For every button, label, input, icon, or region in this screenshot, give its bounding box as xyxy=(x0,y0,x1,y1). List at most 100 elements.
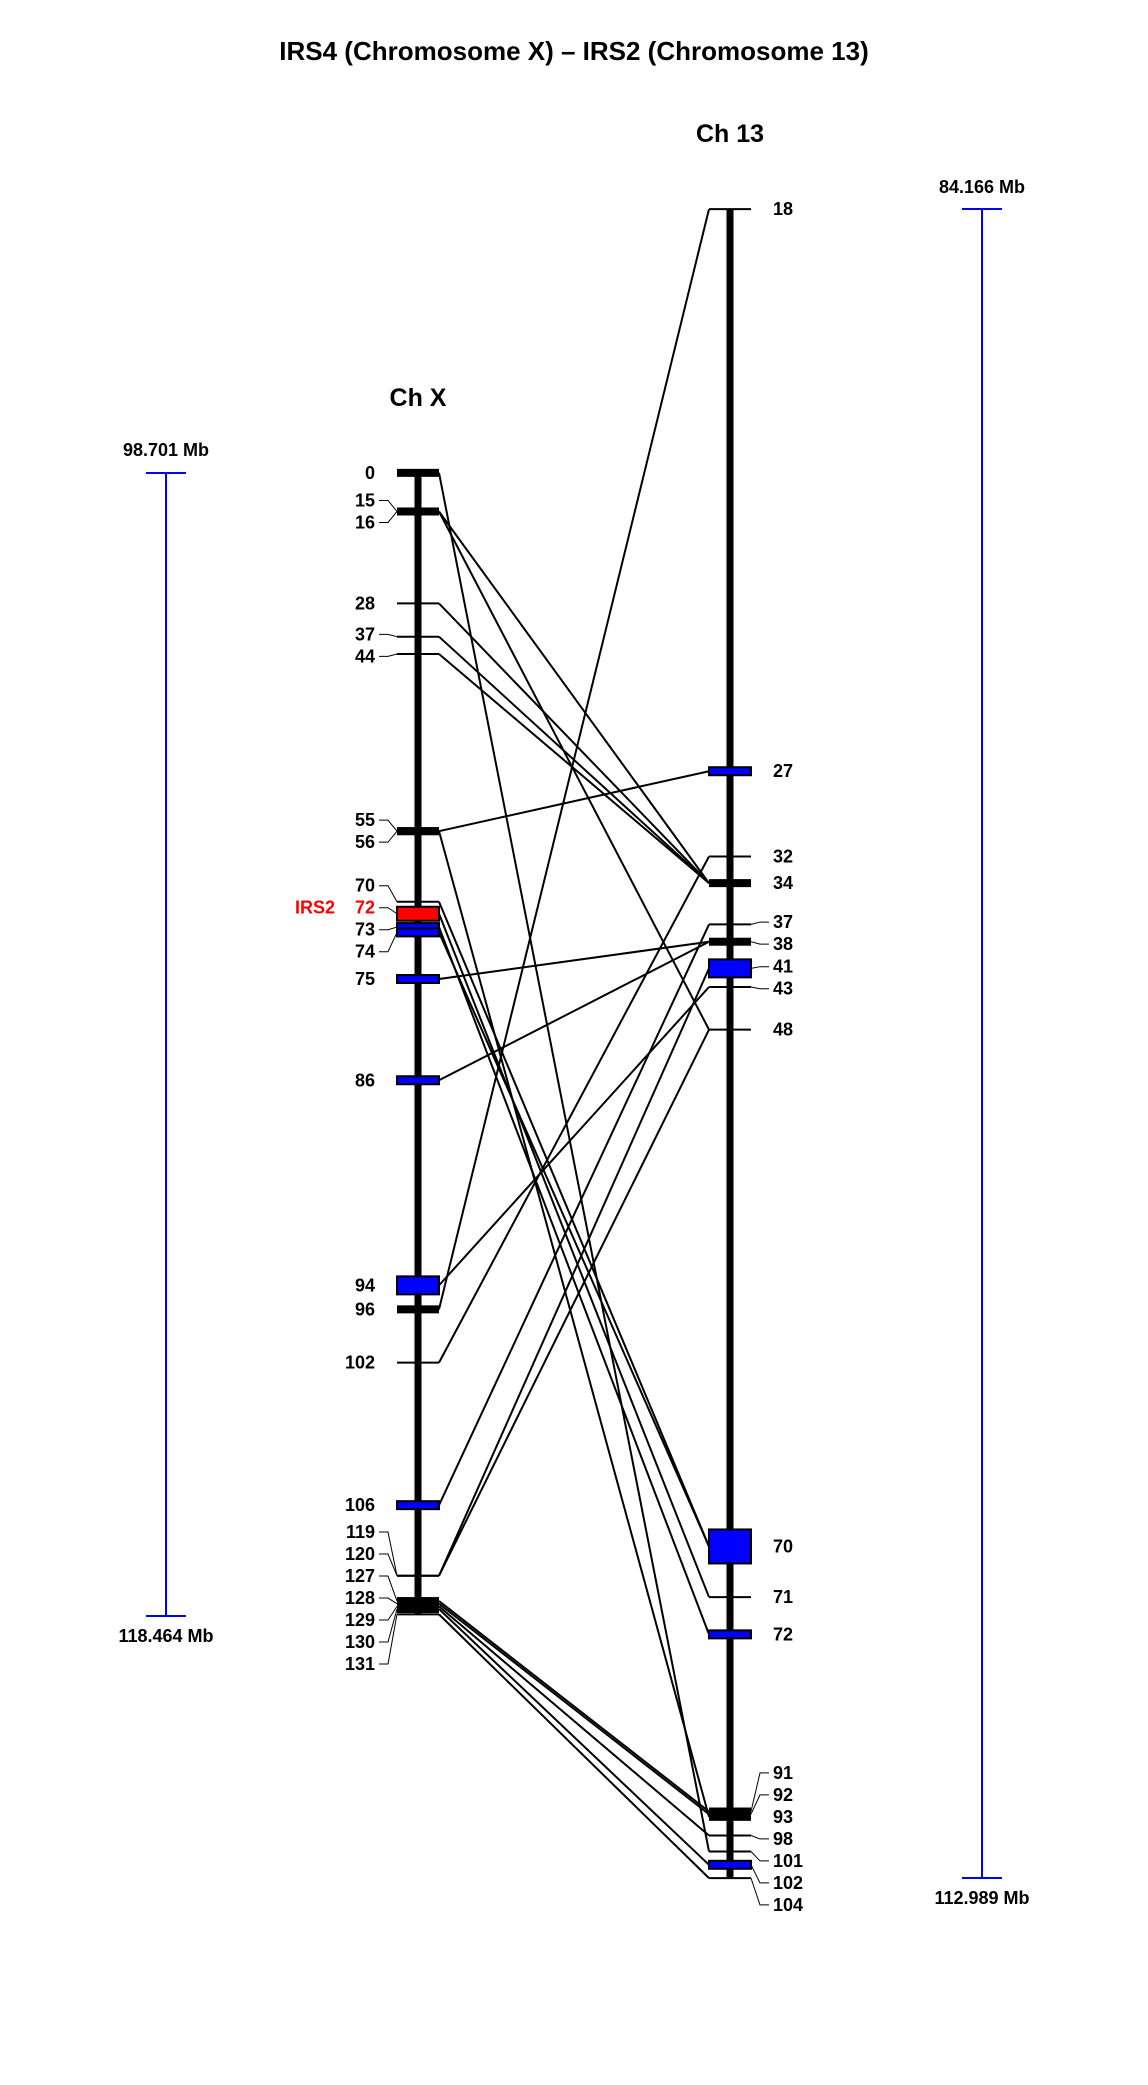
link-line xyxy=(438,923,710,1506)
left-scale-top-label: 98.701 Mb xyxy=(123,440,209,460)
link-line xyxy=(438,1608,710,1866)
highlight-marker-box xyxy=(396,905,440,922)
marker-label: 41 xyxy=(773,957,793,977)
link-line xyxy=(438,913,710,1598)
label-leader-line xyxy=(379,499,398,512)
marker-band xyxy=(709,879,751,888)
link-line xyxy=(438,770,710,833)
marker-label: 37 xyxy=(773,912,793,932)
label-leader-line xyxy=(750,921,769,925)
marker-label: 27 xyxy=(773,761,793,781)
link-line xyxy=(438,602,710,884)
marker-label: 18 xyxy=(773,199,793,219)
marker-label: 96 xyxy=(355,1299,375,1319)
label-leader-line xyxy=(379,830,398,843)
link-line xyxy=(438,510,710,884)
marker-label: 119 xyxy=(346,1522,375,1542)
label-leader-line xyxy=(379,1597,398,1605)
label-leader-line xyxy=(379,653,398,657)
map-title: IRS4 (Chromosome X) – IRS2 (Chromosome 1… xyxy=(279,36,868,66)
marker-label: 131 xyxy=(345,1654,375,1674)
link-line xyxy=(438,856,710,1364)
link-line xyxy=(438,472,710,1852)
label-leader-line xyxy=(379,926,398,931)
marker-label: 74 xyxy=(355,942,375,962)
label-leader-line xyxy=(750,986,769,990)
label-leader-line xyxy=(750,1877,769,1906)
link-line xyxy=(438,208,710,1310)
marker-label: 32 xyxy=(773,846,793,866)
link-line xyxy=(438,1613,710,1879)
right-chrom-name: Ch 13 xyxy=(696,120,764,148)
marker-label: 106 xyxy=(345,1495,375,1515)
label-leader-line xyxy=(379,1606,398,1621)
marker-label: 72 xyxy=(773,1624,793,1644)
link-line xyxy=(438,511,710,1031)
link-line xyxy=(438,1600,710,1813)
marker-label: 70 xyxy=(773,1536,793,1556)
marker-label: 70 xyxy=(355,876,375,896)
marker-label: 101 xyxy=(773,1851,803,1871)
label-leader-line xyxy=(750,1851,769,1862)
label-leader-line xyxy=(750,1864,769,1884)
marker-label: 43 xyxy=(773,979,793,999)
marker-box xyxy=(396,1275,440,1296)
label-leader-line xyxy=(379,907,398,915)
marker-label: 94 xyxy=(355,1275,375,1295)
right-scale-top-label: 84.166 Mb xyxy=(939,177,1025,197)
marker-label: 38 xyxy=(773,934,793,954)
marker-band xyxy=(397,468,439,477)
marker-box xyxy=(708,1859,752,1870)
marker-box xyxy=(708,766,752,777)
marker-label: 128 xyxy=(345,1588,375,1608)
marker-label: 130 xyxy=(345,1632,375,1652)
marker-label: 129 xyxy=(345,1610,375,1630)
link-line xyxy=(438,967,710,1577)
marker-box xyxy=(396,974,440,985)
marker-box xyxy=(708,1528,752,1565)
marker-band xyxy=(709,1812,751,1821)
marker-band xyxy=(709,937,751,946)
label-leader-line xyxy=(750,1772,769,1812)
label-leader-line xyxy=(379,819,398,832)
marker-label: 16 xyxy=(355,512,375,532)
marker-box xyxy=(396,1500,440,1511)
marker-label: 102 xyxy=(345,1353,375,1373)
label-leader-line xyxy=(379,1608,398,1643)
link-line xyxy=(438,830,710,1818)
label-leader-line xyxy=(750,1794,769,1815)
link-line xyxy=(438,653,710,884)
left-chrom-name: Ch X xyxy=(390,384,447,412)
label-leader-line xyxy=(379,511,398,523)
link-line xyxy=(438,1029,710,1577)
marker-label: 72 xyxy=(355,898,375,918)
link-line xyxy=(438,931,710,1547)
marker-label: 127 xyxy=(345,1566,375,1586)
marker-label: 56 xyxy=(355,832,375,852)
marker-band xyxy=(397,1605,439,1614)
marker-label: 104 xyxy=(773,1895,803,1915)
marker-band xyxy=(397,827,439,836)
label-leader-line xyxy=(750,1835,769,1840)
label-leader-line xyxy=(379,932,398,953)
marker-label: 102 xyxy=(773,1873,803,1893)
marker-box xyxy=(396,927,440,938)
right-scale-bottom-label: 112.989 Mb xyxy=(934,1888,1029,1908)
marker-label: 15 xyxy=(355,490,375,510)
marker-label: 28 xyxy=(355,593,375,613)
left-scale-bottom-label: 118.464 Mb xyxy=(118,1626,213,1646)
marker-label: 34 xyxy=(773,873,793,893)
marker-label: 37 xyxy=(355,624,375,644)
link-line xyxy=(438,986,710,1287)
label-leader-line xyxy=(750,966,769,969)
marker-label: 44 xyxy=(355,646,375,666)
label-leader-line xyxy=(379,1575,398,1602)
link-line xyxy=(438,901,710,1547)
label-leader-line xyxy=(750,941,769,945)
link-line xyxy=(438,926,710,1635)
marker-band xyxy=(397,507,439,516)
label-leader-line xyxy=(379,1553,398,1576)
label-leader-line xyxy=(379,1531,398,1576)
link-line xyxy=(438,1602,710,1815)
